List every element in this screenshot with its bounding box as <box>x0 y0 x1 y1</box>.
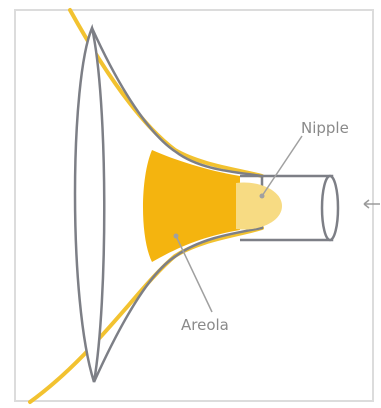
areola-label: Areola <box>181 318 229 333</box>
flange-rim <box>75 28 104 382</box>
nipple-leader-line <box>262 136 302 196</box>
tube-end <box>322 176 338 240</box>
areola-leader-dot <box>174 234 179 239</box>
nipple-label: Nipple <box>301 121 349 136</box>
nipple-shape <box>236 182 282 229</box>
nipple-leader-dot <box>260 194 265 199</box>
arrow-left-icon <box>364 200 380 208</box>
